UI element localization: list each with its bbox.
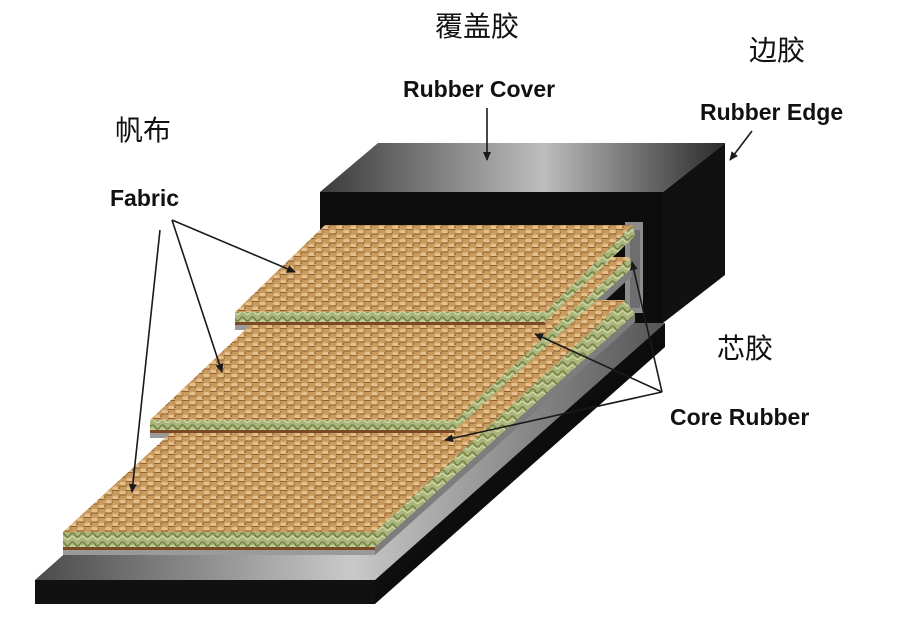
rubber-edge-arrow [729, 130, 753, 161]
core-rubber-arrow-bottom [444, 391, 663, 443]
fabric-en-label: Fabric [110, 185, 179, 211]
rubber-cover-en-label: Rubber Cover [403, 76, 555, 102]
core-rubber-en-label: Core Rubber [670, 404, 809, 430]
rubber-edge-en-label: Rubber Edge [700, 99, 843, 125]
core-rubber-cn-label: 芯胶 [717, 332, 773, 365]
fabric-bottom-edge-stripe [63, 547, 375, 550]
core-rubber-arrow-top [534, 333, 663, 393]
rubber-edge-cn-label: 边胶 [749, 34, 805, 67]
fabric-arrow-top [171, 219, 296, 273]
core-rubber-arrow-right [629, 261, 663, 393]
fabric-cn-label: 帆布 [115, 114, 171, 147]
pointer-arrows [128, 108, 753, 493]
fabric-arrow-bottom [128, 229, 161, 493]
rubber-cover-cn-label: 覆盖胶 [435, 10, 519, 43]
fabric-arrow-middle [171, 219, 224, 373]
fabric-layer-top [235, 225, 635, 325]
